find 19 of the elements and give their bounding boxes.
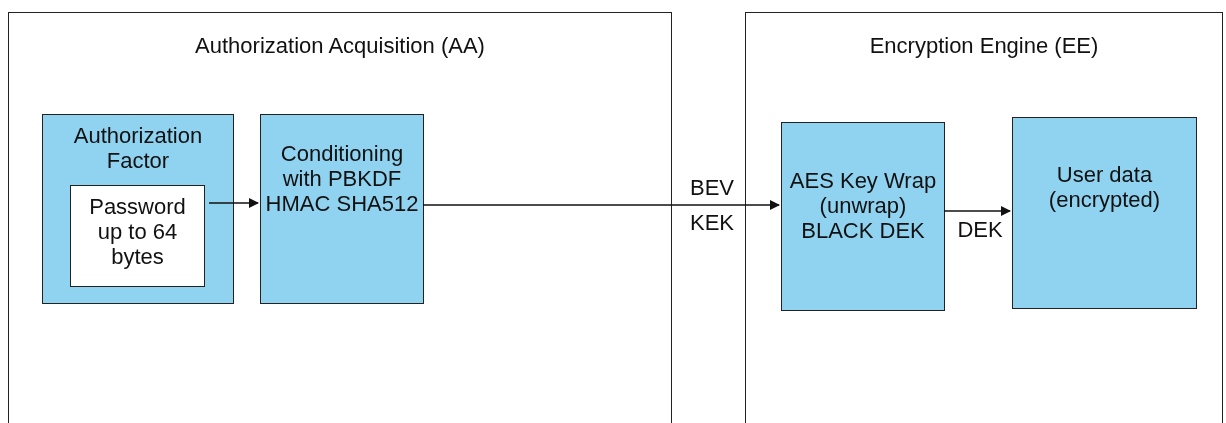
panel: [745, 12, 1223, 423]
arrow: [208, 198, 259, 208]
process-box: [260, 114, 424, 304]
process-box: [42, 114, 234, 304]
box-label: AES Key Wrap (unwrap) BLACK DEK: [788, 168, 938, 243]
arrow: [422, 200, 780, 210]
box-label: Conditioning with PBKDF HMAC SHA512: [265, 141, 419, 216]
box-label: Password up to 64 bytes: [88, 194, 187, 269]
box-label: User data (encrypted): [1047, 162, 1162, 212]
panel-title: Authorization Acquisition (AA): [194, 33, 486, 58]
input-box: [70, 185, 205, 287]
panel: [8, 12, 672, 423]
edge-label: BEV KEK: [689, 174, 735, 237]
box-label: Authorization Factor: [72, 123, 204, 173]
arrow: [943, 206, 1011, 216]
process-box: [781, 122, 945, 311]
panel-title: Encryption Engine (EE): [868, 33, 1100, 58]
edge-label: DEK: [956, 217, 1004, 242]
process-box: [1012, 117, 1197, 309]
